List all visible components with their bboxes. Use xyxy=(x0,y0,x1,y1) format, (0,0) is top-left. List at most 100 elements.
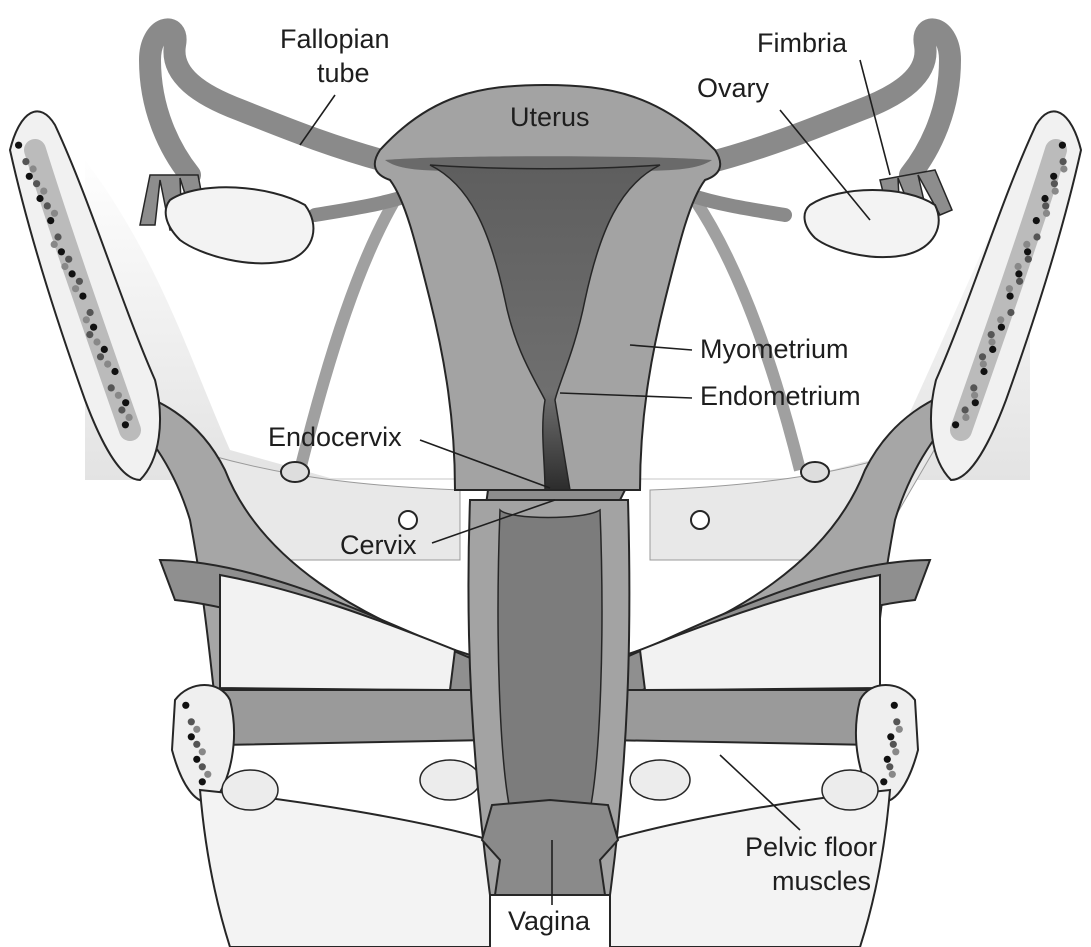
bone-marrow-dot xyxy=(61,263,68,270)
pelvic-floor-muscle-left xyxy=(200,690,490,745)
bone-marrow-dot xyxy=(188,733,195,740)
bone-marrow-dot xyxy=(83,316,90,323)
ovary-right xyxy=(805,190,939,257)
bone-marrow-dot xyxy=(970,384,977,391)
label-fallopian-tube-line1: Fallopian xyxy=(280,24,390,54)
bone-marrow-dot xyxy=(998,324,1005,331)
bone-marrow-dot xyxy=(890,741,897,748)
bone-marrow-dot xyxy=(72,285,79,292)
label-vagina: Vagina xyxy=(508,906,591,936)
lower-bone-left xyxy=(200,790,490,947)
bone-marrow-dot xyxy=(1043,210,1050,217)
fat-pad-left xyxy=(220,575,455,690)
bone-marrow-dot xyxy=(22,158,29,165)
bone-marrow-dot xyxy=(1060,165,1067,172)
bone-marrow-dot xyxy=(1015,263,1022,270)
label-cervix: Cervix xyxy=(340,530,417,560)
bone-marrow-dot xyxy=(952,421,959,428)
bone-marrow-dot xyxy=(199,763,206,770)
bone-marrow-dot xyxy=(896,726,903,733)
bone-marrow-dot xyxy=(989,346,996,353)
bone-cell-right-2 xyxy=(630,760,690,800)
label-endocervix: Endocervix xyxy=(268,422,402,452)
bone-marrow-dot xyxy=(887,733,894,740)
bone-marrow-dot xyxy=(111,368,118,375)
label-pelvic-floor-line2: muscles xyxy=(772,866,871,896)
bone-marrow-dot xyxy=(979,353,986,360)
bone-marrow-dot xyxy=(26,173,33,180)
bone-marrow-dot xyxy=(889,771,896,778)
bone-marrow-dot xyxy=(115,392,122,399)
bone-marrow-dot xyxy=(204,771,211,778)
bone-marrow-dot xyxy=(87,309,94,316)
vessel-right xyxy=(801,462,829,482)
bone-marrow-dot xyxy=(1041,195,1048,202)
bone-marrow-dot xyxy=(36,195,43,202)
bone-marrow-dot xyxy=(33,180,40,187)
ovary-left xyxy=(166,187,314,263)
bone-marrow-dot xyxy=(886,763,893,770)
bone-marrow-dot xyxy=(58,248,65,255)
bone-marrow-dot xyxy=(1059,142,1066,149)
bone-marrow-dot xyxy=(193,726,200,733)
bone-marrow-dot xyxy=(90,324,97,331)
bone-marrow-dot xyxy=(1060,158,1067,165)
bone-marrow-dot xyxy=(962,406,969,413)
bone-marrow-dot xyxy=(1052,188,1059,195)
bone-marrow-dot xyxy=(93,338,100,345)
bone-marrow-dot xyxy=(1006,285,1013,292)
bone-marrow-dot xyxy=(880,778,887,785)
label-fimbria: Fimbria xyxy=(757,28,848,58)
bone-marrow-dot xyxy=(891,702,898,709)
pelvic-floor-muscle-right xyxy=(605,690,895,745)
bone-marrow-dot xyxy=(1016,278,1023,285)
bone-marrow-dot xyxy=(893,718,900,725)
bone-cell-left-2 xyxy=(420,760,480,800)
bone-marrow-dot xyxy=(47,217,54,224)
bone-marrow-dot xyxy=(199,748,206,755)
bone-marrow-dot xyxy=(69,270,76,277)
bone-marrow-dot xyxy=(51,241,58,248)
bone-marrow-dot xyxy=(988,331,995,338)
bone-marrow-dot xyxy=(1007,293,1014,300)
bone-marrow-dot xyxy=(44,202,51,209)
label-pelvic-floor-line1: Pelvic floor xyxy=(745,832,877,862)
bone-marrow-dot xyxy=(188,718,195,725)
bone-cell-right xyxy=(822,770,878,810)
bone-marrow-dot xyxy=(988,338,995,345)
bone-marrow-dot xyxy=(193,741,200,748)
bone-marrow-dot xyxy=(97,353,104,360)
bone-marrow-dot xyxy=(79,293,86,300)
bone-marrow-dot xyxy=(76,278,83,285)
bone-marrow-dot xyxy=(199,778,206,785)
label-fallopian-tube-line2: tube xyxy=(317,58,370,88)
bone-marrow-dot xyxy=(122,421,129,428)
bone-marrow-dot xyxy=(1050,173,1057,180)
bone-marrow-dot xyxy=(892,748,899,755)
bone-marrow-dot xyxy=(29,165,36,172)
label-endometrium: Endometrium xyxy=(700,381,861,411)
bone-marrow-dot xyxy=(104,361,111,368)
bone-marrow-dot xyxy=(54,233,61,240)
bone-marrow-dot xyxy=(40,188,47,195)
bone-cell-left xyxy=(222,770,278,810)
bone-marrow-dot xyxy=(1051,180,1058,187)
bone-marrow-dot xyxy=(122,399,129,406)
bone-marrow-dot xyxy=(1015,270,1022,277)
bone-marrow-dot xyxy=(980,361,987,368)
bone-marrow-dot xyxy=(884,756,891,763)
ureter-right xyxy=(691,511,709,529)
bone-marrow-dot xyxy=(118,406,125,413)
bone-marrow-dot xyxy=(997,316,1004,323)
bone-marrow-dot xyxy=(193,756,200,763)
bone-marrow-dot xyxy=(182,702,189,709)
label-myometrium: Myometrium xyxy=(700,334,849,364)
bone-marrow-dot xyxy=(65,256,72,263)
vaginal-opening xyxy=(482,800,618,895)
bone-marrow-dot xyxy=(1042,202,1049,209)
bone-marrow-dot xyxy=(108,384,115,391)
bone-marrow-dot xyxy=(1023,241,1030,248)
bone-marrow-dot xyxy=(980,368,987,375)
bone-marrow-dot xyxy=(962,414,969,421)
